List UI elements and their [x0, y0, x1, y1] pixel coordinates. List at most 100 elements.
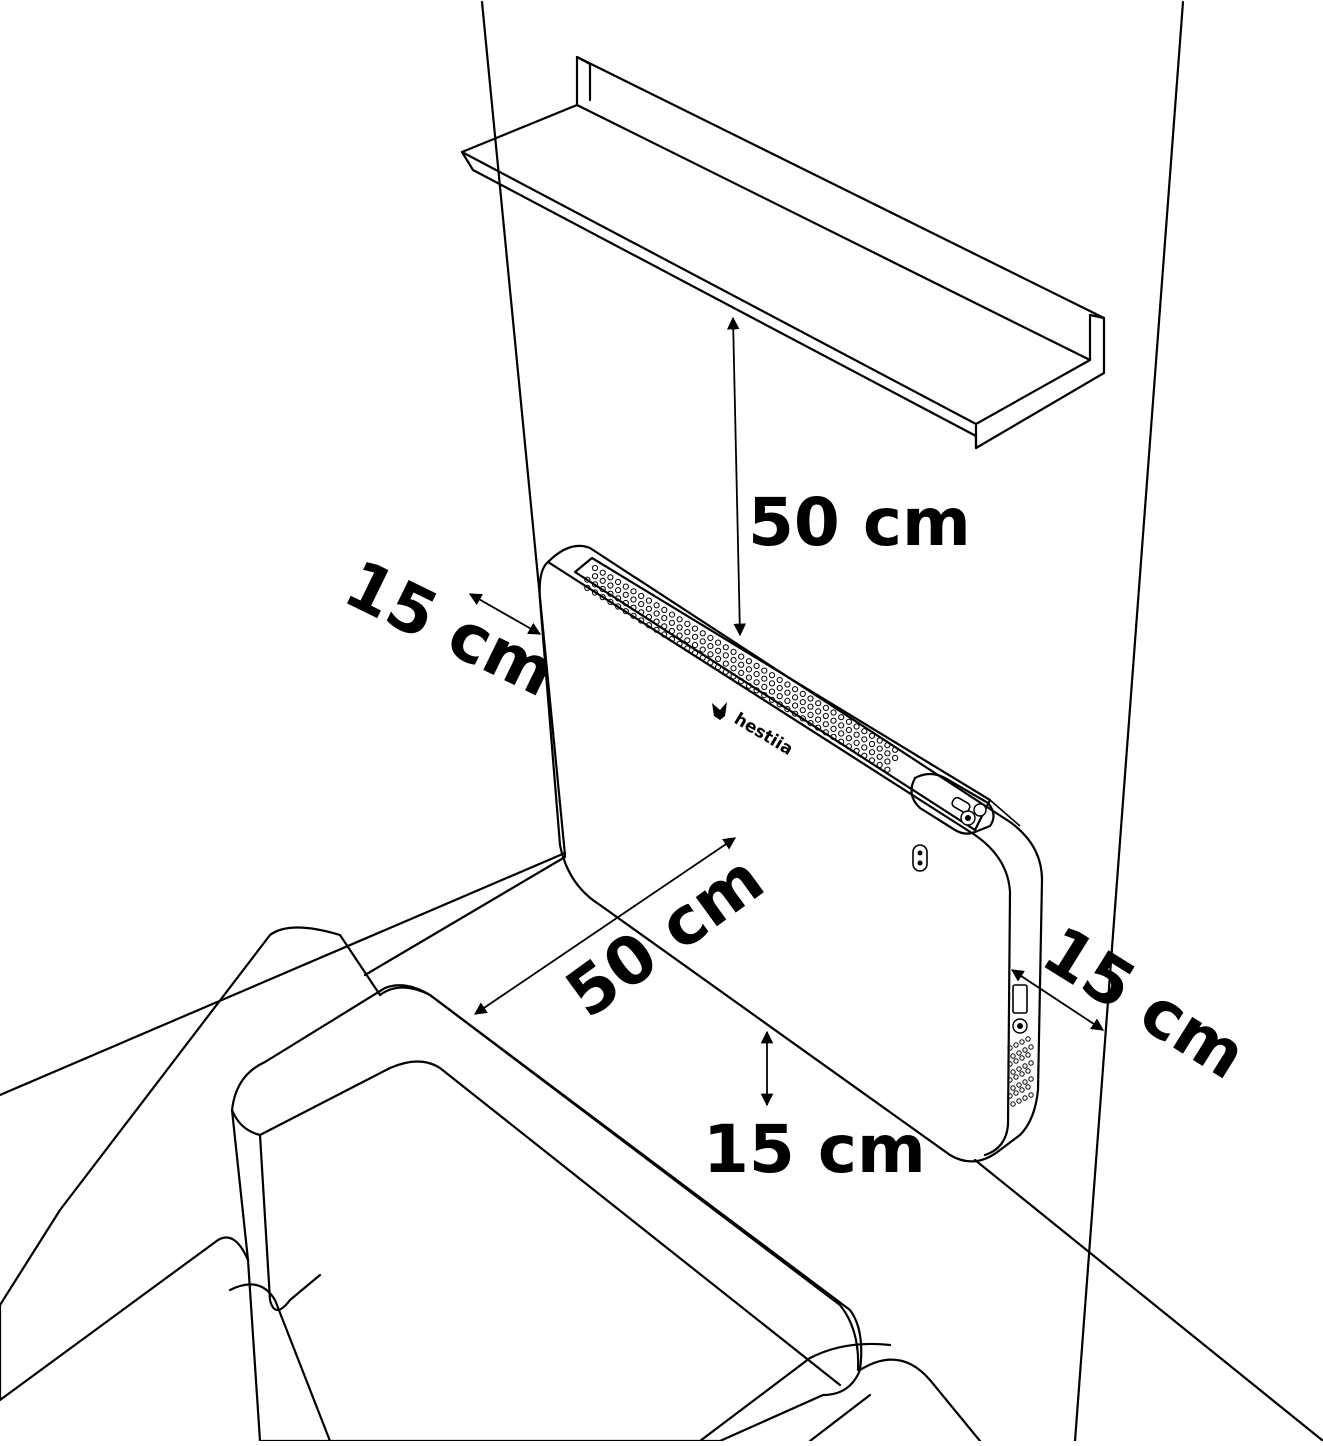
- grille-hole: [838, 714, 845, 721]
- grille-hole: [845, 718, 853, 725]
- grille-hole: [799, 699, 806, 706]
- grille-hole: [853, 723, 860, 730]
- side-grille-hole: [1007, 1093, 1013, 1099]
- grille-hole: [661, 631, 668, 638]
- grille-hole: [745, 666, 753, 673]
- grille-hole: [776, 701, 783, 708]
- grille-hole: [591, 589, 599, 596]
- side-grille-hole: [1016, 1098, 1022, 1104]
- grille-hole: [761, 675, 768, 682]
- grille-hole: [676, 632, 683, 639]
- side-grille-hole: [1019, 1071, 1025, 1077]
- grille-hole: [699, 638, 706, 645]
- side-grille-hole: [1022, 1047, 1028, 1053]
- grille-hole: [753, 662, 760, 670]
- arrow-left: [468, 593, 542, 635]
- label-left: 15 cm: [333, 545, 567, 712]
- grille-hole: [768, 672, 776, 679]
- side-grille-hole: [1013, 1058, 1019, 1064]
- grille-hole: [884, 766, 891, 773]
- side-grille-hole: [1016, 1082, 1022, 1088]
- grille-hole: [661, 615, 668, 622]
- grille-hole: [638, 601, 645, 608]
- side-grille-hole: [1022, 1095, 1028, 1101]
- grille-hole: [715, 664, 722, 671]
- grille-hole: [784, 689, 791, 696]
- grille-hole: [845, 743, 853, 750]
- grille-hole: [645, 622, 653, 629]
- grille-hole: [607, 598, 614, 606]
- grille-hole: [691, 625, 699, 632]
- grille-hole: [730, 648, 737, 656]
- grille-hole: [738, 653, 745, 660]
- grille-hole: [876, 745, 883, 752]
- wall-right-edge: [1073, 0, 1185, 1443]
- wall-shelf: [460, 55, 1106, 450]
- side-grille-hole: [1025, 1084, 1031, 1090]
- side-grille-hole: [1025, 1036, 1031, 1042]
- grille-hole: [776, 693, 783, 700]
- grille-hole: [776, 685, 783, 692]
- grille-hole: [676, 640, 683, 647]
- grille-hole: [815, 708, 822, 715]
- grille-hole: [630, 612, 637, 619]
- grille-hole: [884, 750, 891, 757]
- grille-hole: [591, 564, 599, 572]
- grille-hole: [853, 731, 860, 738]
- grille-hole: [676, 616, 683, 623]
- side-grille-hole: [1010, 1053, 1016, 1059]
- grille-hole: [784, 697, 791, 705]
- grille-hole: [668, 611, 676, 618]
- grille-hole: [792, 686, 799, 693]
- grille-hole: [799, 707, 806, 714]
- grille-hole: [745, 674, 753, 681]
- grille-hole: [715, 639, 722, 646]
- grille-hole: [807, 711, 814, 719]
- status-led: [912, 844, 928, 872]
- grille-hole: [799, 690, 806, 698]
- grille-hole: [607, 574, 614, 581]
- grille-hole: [722, 644, 729, 651]
- grille-hole: [653, 610, 660, 617]
- heater-top-grille: [584, 564, 899, 773]
- grille-hole: [776, 676, 783, 684]
- grille-hole: [615, 578, 622, 586]
- grille-hole: [792, 694, 799, 701]
- grille-hole: [676, 624, 683, 631]
- grille-hole: [815, 700, 822, 707]
- side-grille-hole: [1028, 1044, 1034, 1050]
- grille-hole: [868, 757, 876, 764]
- grille-hole: [730, 657, 737, 664]
- side-grille-hole: [1019, 1039, 1025, 1045]
- grille-hole: [715, 647, 722, 654]
- grille-hole: [784, 681, 791, 688]
- grille-hole: [591, 573, 599, 580]
- grille-hole: [822, 704, 830, 712]
- grille-hole: [584, 576, 591, 583]
- grille-hole: [768, 680, 776, 687]
- grille-hole: [645, 613, 653, 621]
- arrow-front: [473, 837, 737, 1015]
- grille-hole: [684, 645, 691, 652]
- grille-hole: [591, 581, 599, 588]
- grille-hole: [876, 761, 883, 769]
- grille-hole: [699, 654, 706, 661]
- grille-hole: [861, 744, 868, 751]
- grille-hole: [638, 592, 645, 600]
- grille-hole: [884, 758, 891, 765]
- side-grille-hole: [1010, 1085, 1016, 1091]
- side-grille-hole: [1019, 1087, 1025, 1093]
- side-grille-hole: [1022, 1063, 1028, 1069]
- side-grille-hole: [1025, 1068, 1031, 1074]
- grille-hole: [630, 588, 637, 595]
- grille-hole: [753, 679, 760, 686]
- grille-hole: [638, 617, 645, 624]
- grille-hole: [853, 739, 860, 747]
- floor-line-back: [363, 855, 567, 977]
- grille-hole: [684, 620, 691, 628]
- grille-hole: [722, 660, 729, 667]
- grille-hole: [815, 724, 822, 731]
- grille-hole: [622, 608, 629, 615]
- side-grille-hole: [1025, 1052, 1031, 1058]
